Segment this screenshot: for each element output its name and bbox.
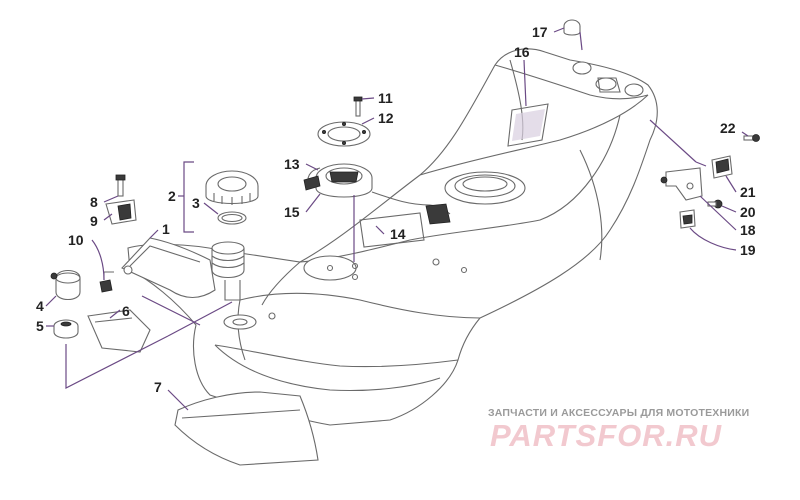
watermark-brand: PARTSFOR.RU xyxy=(490,418,723,453)
callout-15: 15 xyxy=(284,204,300,220)
callout-13: 13 xyxy=(284,156,300,172)
filler-neck-drawing xyxy=(121,170,276,330)
fuel-tank-drawing xyxy=(127,48,658,426)
callout-22: 22 xyxy=(720,120,736,136)
callout-14: 14 xyxy=(390,226,406,242)
callout-20: 20 xyxy=(740,204,756,220)
callout-9: 9 xyxy=(90,213,98,229)
callout-11: 11 xyxy=(378,90,393,106)
right-bracket-parts xyxy=(563,19,760,229)
callout-7: 7 xyxy=(154,379,162,395)
callout-21: 21 xyxy=(740,184,756,200)
callout-19: 19 xyxy=(740,242,756,258)
leader-lines xyxy=(45,27,749,411)
callout-12: 12 xyxy=(378,110,394,126)
watermark-tagline: ЗАПЧАСТИ И АКСЕССУАРЫ ДЛЯ МОТОТЕХНИКИ xyxy=(488,407,749,419)
callout-8: 8 xyxy=(90,194,98,210)
callout-10: 10 xyxy=(68,232,84,248)
pads-drawing xyxy=(87,309,319,466)
callout-1: 1 xyxy=(162,221,170,237)
watermark: ЗАПЧАСТИ И АКСЕССУАРЫ ДЛЯ МОТОТЕХНИКИ PA… xyxy=(488,407,749,453)
callout-3: 3 xyxy=(192,195,200,211)
callout-5: 5 xyxy=(36,318,44,334)
pump-assembly-drawing xyxy=(303,96,451,225)
callout-labels: 1 2 3 4 5 6 7 8 9 10 11 12 13 14 15 16 1… xyxy=(36,24,756,395)
callout-2: 2 xyxy=(168,188,176,204)
callout-6: 6 xyxy=(122,303,130,319)
callout-4: 4 xyxy=(36,298,44,314)
callout-16: 16 xyxy=(514,44,530,60)
callout-17: 17 xyxy=(532,24,548,40)
callout-18: 18 xyxy=(740,222,756,238)
